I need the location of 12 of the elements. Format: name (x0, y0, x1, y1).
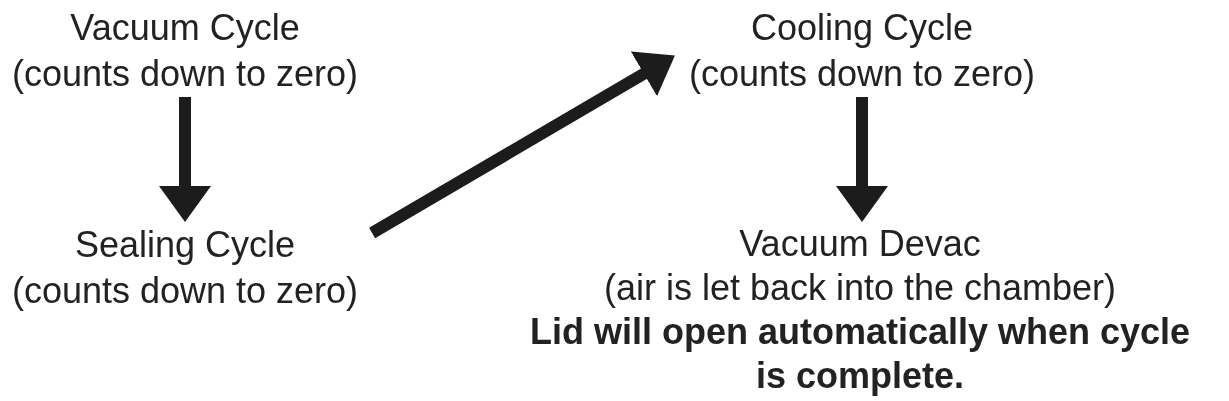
arrow (836, 97, 888, 222)
step-title: Cooling Cycle (750, 6, 974, 50)
arrow (369, 51, 675, 239)
step-description: (counts down to zero) (11, 269, 359, 313)
step-title: Vacuum Devac (739, 222, 981, 266)
completion-note: Lid will open automatically when cycle is complete. (528, 310, 1192, 398)
arrow (159, 97, 211, 222)
step-title: Sealing Cycle (74, 223, 296, 267)
step-description: (counts down to zero) (11, 52, 359, 96)
step-description: (air is let back into the chamber) (603, 266, 1117, 310)
step-title: Vacuum Cycle (70, 6, 300, 50)
step-description: (counts down to zero) (688, 52, 1036, 96)
